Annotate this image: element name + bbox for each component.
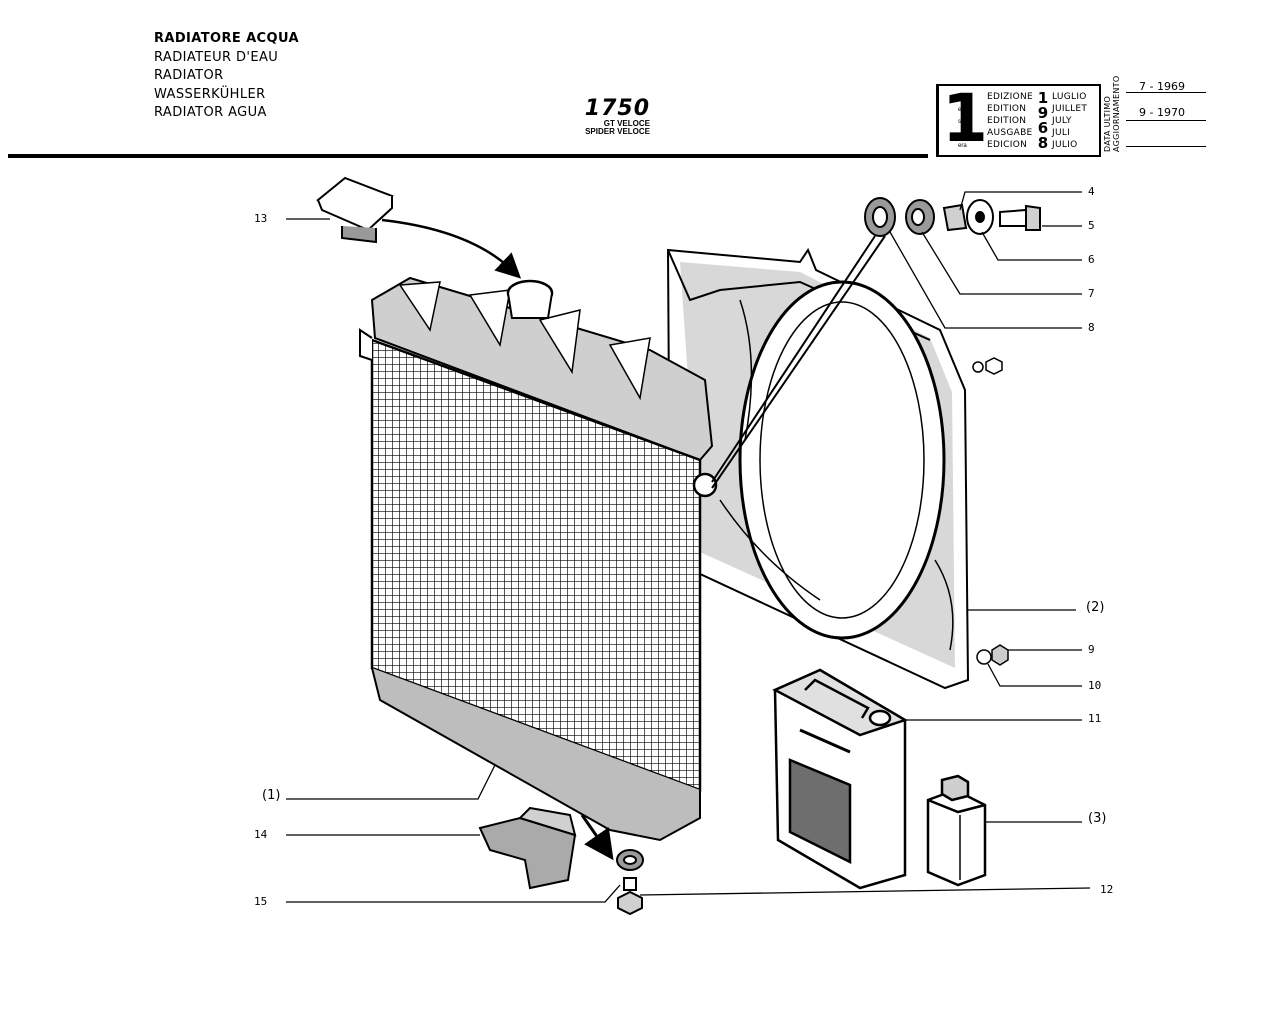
callout-7: 7	[1088, 287, 1095, 300]
additive-bottle	[926, 774, 987, 887]
edition-words: EDIZIONE EDITION EDITION AUSGABE EDICION	[987, 91, 1033, 151]
callout-14: 14	[254, 828, 268, 841]
edition-year-digit: 1	[1037, 89, 1049, 107]
callout-1: (1)	[262, 788, 281, 803]
update-line-3	[1126, 146, 1206, 147]
callout-8: 8	[1088, 321, 1095, 334]
update-line-2	[1126, 120, 1206, 121]
edition-month: JULY	[1052, 116, 1072, 126]
callout-15: 15	[254, 895, 268, 908]
update-date-1: 7 - 1969	[1139, 80, 1185, 93]
edition-month: JULIO	[1052, 140, 1078, 150]
edition-year-digit: 9	[1037, 104, 1049, 122]
fan-shroud	[666, 247, 970, 690]
edition-box	[936, 84, 1101, 157]
radiator-cap	[316, 176, 394, 244]
rubber-mount	[478, 806, 577, 890]
callout-10: 10	[1088, 679, 1102, 692]
plug-arrow	[580, 814, 614, 861]
title-german: WASSERKÜHLER	[154, 86, 266, 102]
edition-suffix: st	[958, 119, 963, 125]
edition-month: JULI	[1052, 128, 1071, 138]
leader-lines	[286, 191, 1091, 903]
edition-suffix: a	[958, 95, 962, 101]
callout-11: 11	[1088, 712, 1102, 725]
edition-word: EDITION	[987, 104, 1027, 114]
update-line-1	[1126, 92, 1206, 93]
callout-3: (3)	[1088, 811, 1107, 826]
edition-suffix: .	[958, 131, 960, 137]
edition-suffix: ere	[958, 107, 967, 113]
edition-word: AUSGABE	[987, 128, 1033, 138]
model-line-2: SPIDER VELOCE	[585, 127, 650, 136]
radiator	[359, 276, 718, 842]
callout-5: 5	[1088, 219, 1095, 232]
coolant-can	[772, 668, 909, 890]
edition-year-digit: 8	[1037, 134, 1049, 152]
edition-suffixes: a ere st . era	[958, 92, 967, 152]
edition-word: EDIZIONE	[987, 92, 1033, 102]
callout-6: 6	[1088, 253, 1095, 266]
edition-months: LUGLIO JUILLET JULY JULI JULIO	[1052, 91, 1087, 151]
drain-plug	[616, 849, 644, 916]
title-english: RADIATOR	[154, 68, 224, 84]
update-date-2: 9 - 1970	[1139, 106, 1185, 119]
cap-arrow	[381, 218, 522, 279]
callout-9: 9	[1088, 643, 1095, 656]
model-name: 1750	[584, 96, 650, 121]
header-rule	[8, 154, 928, 158]
callout-2: (2)	[1086, 600, 1105, 615]
bushing-arrow	[711, 235, 876, 483]
edition-month: LUGLIO	[1052, 92, 1087, 102]
edition-word: EDICION	[987, 140, 1028, 150]
title-spanish: RADIATOR AGUA	[154, 105, 267, 121]
callout-13: 13	[254, 212, 268, 225]
page-title-block: RADIATORE ACQUA RADIATEUR D'EAU RADIATOR…	[154, 30, 299, 123]
edition-year-digit: 6	[1037, 119, 1049, 137]
title-french: RADIATEUR D'EAU	[154, 49, 279, 65]
mounting-hardware	[864, 197, 1041, 237]
title-italian: RADIATORE ACQUA	[154, 31, 299, 46]
model-line-1: GT VELOCE	[603, 119, 650, 128]
edition-word: EDITION	[987, 116, 1027, 126]
shroud-nuts	[972, 357, 1009, 666]
model-block: 1750 GT VELOCE SPIDER VELOCE	[572, 98, 650, 136]
callout-4: 4	[1088, 185, 1095, 198]
callout-12: 12	[1100, 883, 1114, 896]
edition-number: 1	[942, 80, 988, 157]
bushing-arrow-2	[711, 235, 886, 489]
edition-suffix: era	[958, 143, 967, 149]
edition-month: JUILLET	[1052, 104, 1088, 114]
